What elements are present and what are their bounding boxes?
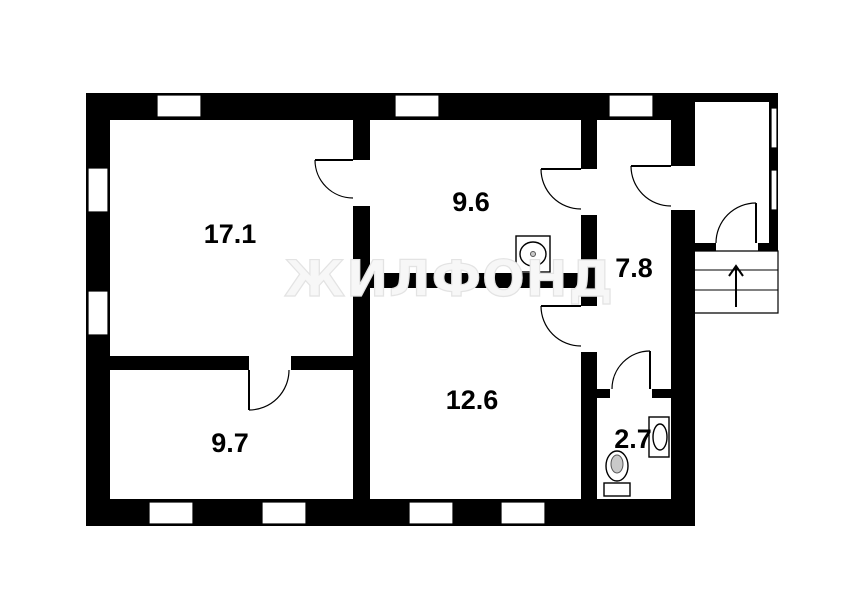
vestibule	[695, 93, 778, 251]
watermark: ЖИЛФОНД	[284, 250, 614, 308]
room-labels: 17.1 9.6 7.8 12.6 9.7 2.7	[204, 187, 653, 458]
entrance-arrow-icon	[728, 264, 744, 307]
outer-walls	[86, 93, 695, 526]
sink-icon	[515, 235, 551, 273]
room-area-label: 7.8	[615, 253, 653, 283]
room-area-label: 12.6	[446, 385, 499, 415]
door-icon	[248, 159, 757, 411]
sink-icon	[648, 416, 670, 458]
room-area-label: 17.1	[204, 219, 257, 249]
room-area-label: 2.7	[614, 424, 652, 454]
room-area-label: 9.6	[452, 187, 490, 217]
door-gaps	[249, 160, 758, 398]
toilet-icon	[603, 450, 631, 497]
room-area-label: 9.7	[211, 428, 249, 458]
